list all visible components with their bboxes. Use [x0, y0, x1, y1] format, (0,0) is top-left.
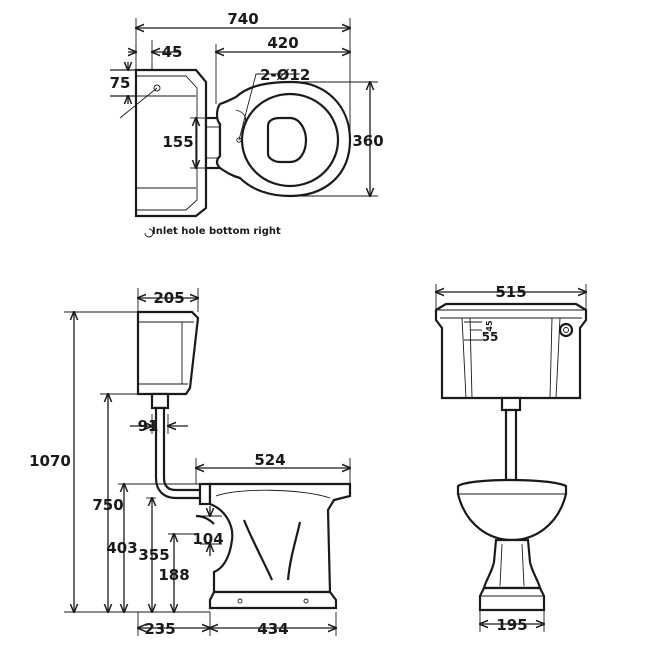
dim-cistern-bottom-height: 750 — [92, 496, 123, 514]
dim-inlet-offset: 75 — [110, 74, 131, 92]
dim-lever-a: 45 — [485, 320, 494, 332]
dim-pipe-offset: 91 — [138, 417, 159, 435]
dim-outlet-height: 355 — [138, 546, 169, 564]
dim-bracket-height: 155 — [162, 133, 193, 151]
flush-pipe-front — [500, 396, 522, 484]
pan-plan — [215, 80, 352, 198]
dim-rim-height: 403 — [106, 539, 137, 557]
dim-pan-length: 524 — [254, 451, 285, 469]
dim-foot-length: 434 — [257, 620, 288, 638]
top-view: 740 45 420 75 2-Ø12 155 360 In — [110, 10, 384, 238]
pan-front — [456, 478, 568, 612]
dim-pan-width: 420 — [267, 34, 298, 52]
inlet-hole-icon — [153, 84, 161, 92]
dim-cistern-offset: 45 — [162, 43, 183, 61]
pan-side — [195, 482, 352, 610]
dim-overall-width: 740 — [227, 10, 258, 28]
dim-fixing-holes: 2-Ø12 — [260, 66, 310, 84]
inlet-rotation-icon — [144, 228, 154, 238]
dim-pan-depth: 360 — [352, 132, 383, 150]
cistern-plan — [134, 68, 208, 218]
dim-cistern-depth: 205 — [153, 289, 184, 307]
dim-cistern-width: 515 — [495, 283, 526, 301]
flush-lever-icon — [558, 322, 574, 338]
dim-total-height: 1070 — [29, 452, 71, 470]
dim-lever-b: 55 — [482, 330, 499, 344]
flush-pipe-side — [150, 392, 212, 506]
front-view: 45 55 515 195 — [434, 283, 588, 634]
side-view: 205 1070 750 91 524 403 355 188 — [29, 288, 352, 638]
cistern-front — [434, 302, 588, 400]
seat-bracket — [204, 116, 222, 170]
dim-back-to-outlet: 235 — [144, 620, 175, 638]
dim-foot-width: 195 — [496, 616, 527, 634]
inlet-note: Inlet hole bottom right — [152, 226, 281, 237]
cistern-side — [136, 310, 200, 396]
dim-outlet-top: 104 — [192, 530, 223, 548]
dim-outlet-centre: 188 — [158, 566, 189, 584]
